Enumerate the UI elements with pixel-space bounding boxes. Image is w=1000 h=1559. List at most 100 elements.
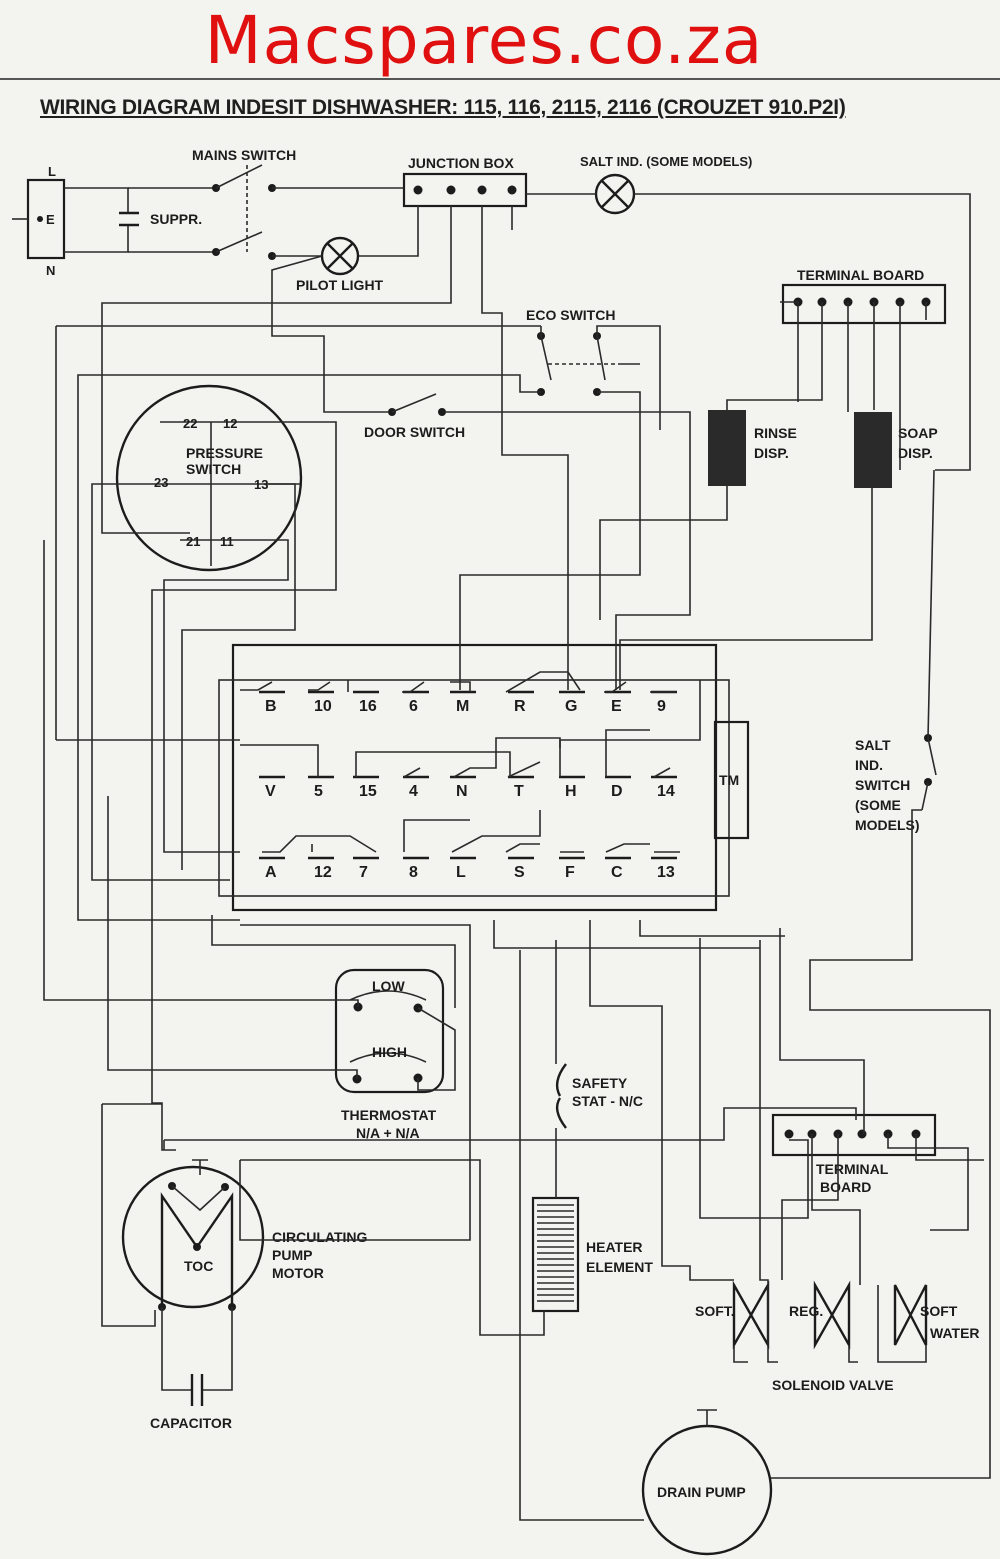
timer-motor [713, 720, 750, 840]
pilot-light-label: PILOT LIGHT [296, 277, 384, 293]
toc-label: TOC [184, 1258, 213, 1274]
pressure-switch-label-2: SWITCH [186, 461, 241, 477]
timer-contact-13: 13 [657, 864, 675, 881]
timer-link-12 [507, 761, 541, 778]
timer-link-1 [308, 681, 331, 691]
mains-switch [128, 164, 276, 260]
pressure-switch-label-1: PRESSURE [186, 445, 263, 461]
header-rule [0, 78, 1000, 80]
timer-link-4 [450, 681, 471, 692]
timer-link-16 [262, 835, 377, 853]
pump-motor-label-2: PUMP [272, 1247, 312, 1263]
soap-dispenser-label-2: DISP. [898, 445, 933, 461]
timer-contact-b: B [265, 698, 277, 715]
terminal-board-bottom-label-2: BOARD [820, 1179, 871, 1195]
salt-indicator-label: SALT IND. (SOME MODELS) [580, 154, 752, 169]
plug-e-label: E [46, 212, 55, 227]
mains-plug [12, 178, 66, 260]
timer-contact-8: 8 [409, 864, 418, 881]
salt-switch-label-4: (SOME [855, 797, 901, 813]
timer-contact-t: T [514, 783, 524, 800]
plug-n-label: N [46, 263, 55, 278]
timer-inner-frame [218, 679, 730, 897]
capacitor [161, 1307, 233, 1406]
heater-label-1: HEATER [586, 1239, 643, 1255]
timer-contact-v: V [265, 783, 276, 800]
timer-contact-g: G [565, 698, 577, 715]
terminal-board-top [781, 283, 947, 325]
thermostat-label-1: THERMOSTAT [341, 1107, 437, 1123]
door-switch-label: DOOR SWITCH [364, 424, 465, 440]
thermostat-label-2: N/A + N/A [356, 1125, 420, 1141]
timer-link-10 [403, 767, 421, 778]
timer-contact-e: E [611, 698, 622, 715]
timer-contact-a: A [265, 864, 277, 881]
timer-link-15 [653, 767, 671, 778]
salt-switch-label-3: SWITCH [855, 777, 910, 793]
junction-box [402, 172, 528, 208]
pressure-terminal-11: 11 [220, 534, 234, 549]
timer-contact-9: 9 [657, 698, 666, 715]
pressure-terminal-21: 21 [186, 534, 200, 549]
timer-contact-7: 7 [359, 864, 368, 881]
valve-soft-water-label-1: SOFT [920, 1303, 958, 1319]
timer-contact-d: D [611, 783, 623, 800]
timer-contact-5: 5 [314, 783, 323, 800]
capacitor-label: CAPACITOR [150, 1415, 232, 1431]
timer-link-13 [559, 680, 701, 777]
soap-dispenser-label-1: SOAP [898, 425, 938, 441]
timer-link-19 [451, 810, 541, 853]
salt-switch-label-2: IND. [855, 757, 883, 773]
timer-contact-f: F [565, 864, 575, 881]
thermostat-low-label: LOW [372, 978, 405, 994]
salt-switch-label-5: MODELS) [855, 817, 920, 833]
junction-box-label: JUNCTION BOX [408, 155, 514, 171]
soap-dispenser-coil [854, 412, 892, 488]
timer-link-0 [240, 681, 273, 691]
salt-switch-label: SALT IND. SWITCH (SOME MODELS) [855, 737, 920, 833]
eco-switch [537, 332, 622, 396]
heater-element [531, 1196, 580, 1313]
drain-pump-label: DRAIN PUMP [657, 1484, 746, 1500]
timer-contact-m: M [456, 698, 469, 715]
door-switch [388, 393, 446, 416]
timer-contact-h: H [565, 783, 577, 800]
safety-stat [555, 1063, 567, 1129]
valve-soft-water-label-2: WATER [930, 1325, 980, 1341]
timer-motor-label: TM [719, 772, 739, 788]
timer-link-20 [505, 843, 540, 853]
safety-stat-label-2: STAT - N/C [572, 1093, 643, 1109]
brand-watermark: Macspares.co.za [204, 2, 764, 79]
timer-contact-l: L [456, 864, 466, 881]
thermostat-high-label: HIGH [372, 1044, 407, 1060]
rinse-dispenser-label-2: DISP. [754, 445, 789, 461]
pressure-terminal-12: 12 [223, 416, 237, 431]
terminal-board-top-label: TERMINAL BOARD [797, 267, 924, 283]
safety-stat-label-1: SAFETY [572, 1075, 628, 1091]
timer-link-11 [453, 737, 561, 778]
eco-switch-label: ECO SWITCH [526, 307, 615, 323]
timer-contact-n: N [456, 783, 468, 800]
drain-pump [641, 1409, 773, 1556]
suppressor-label: SUPPR. [150, 211, 202, 227]
suppressor-capacitor [64, 187, 139, 253]
timer-contact-c: C [611, 864, 623, 881]
solenoid-valve-soft-water [893, 1284, 928, 1346]
wiring-runs [43, 206, 991, 1521]
timer-contact-14: 14 [657, 783, 675, 800]
valve-soft-label: SOFT. [695, 1303, 735, 1319]
timer-link-6 [604, 681, 627, 693]
mains-switch-label: MAINS SWITCH [192, 147, 296, 163]
salt-switch-label-1: SALT [855, 737, 891, 753]
pressure-terminal-23: 23 [154, 475, 168, 490]
timer-link-3 [402, 681, 425, 693]
pressure-terminal-13: 13 [254, 477, 268, 492]
timer-link-8 [240, 744, 319, 777]
plug-l-label: L [48, 164, 56, 179]
rinse-dispenser-coil [708, 410, 746, 486]
pilot-light [320, 236, 360, 276]
timer-link-18 [403, 819, 470, 852]
